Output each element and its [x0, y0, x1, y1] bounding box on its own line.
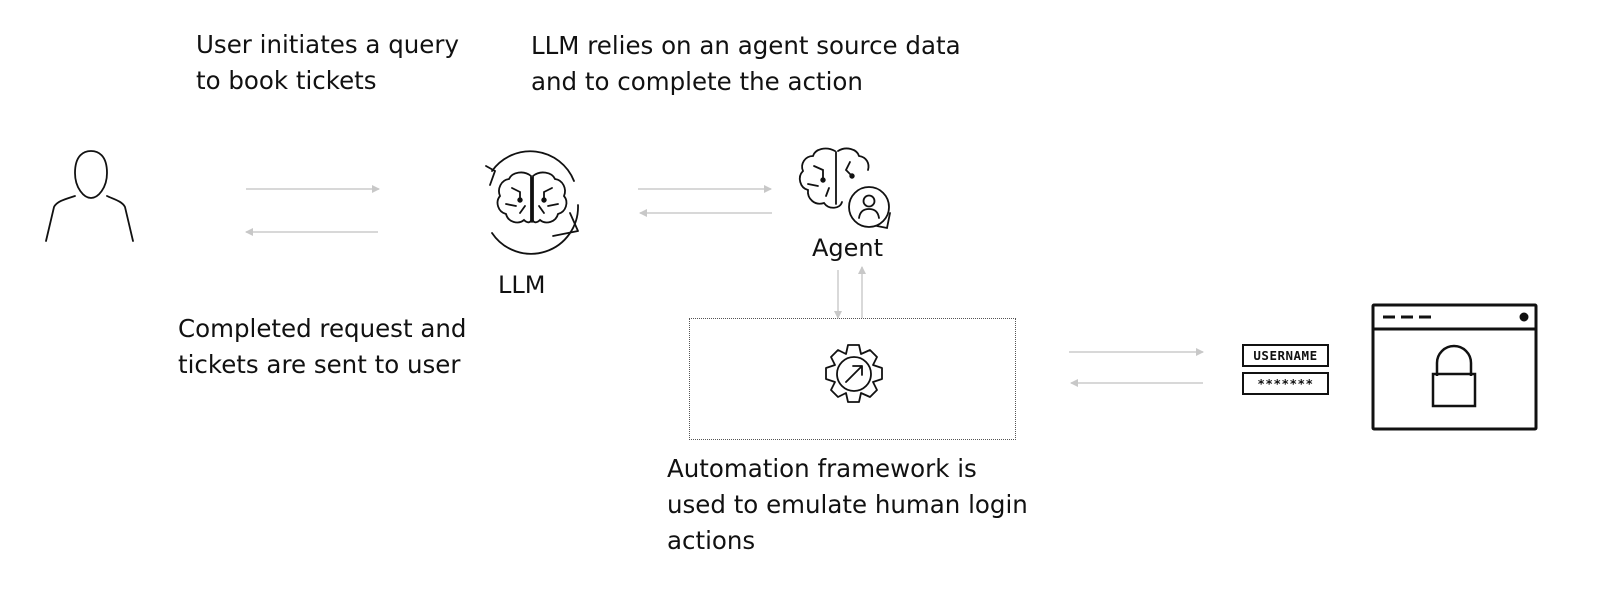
- username-field: USERNAME: [1242, 344, 1329, 367]
- agent-label: Agent: [812, 234, 884, 262]
- automation-caption: Automation framework is used to emulate …: [667, 454, 1028, 555]
- password-field: *******: [1242, 372, 1329, 395]
- automation-framework-box: [689, 318, 1016, 440]
- gear-icon: [825, 344, 883, 403]
- browser-lock-icon: [1371, 303, 1538, 431]
- user-query-caption: User initiates a query to book tickets: [196, 30, 459, 95]
- user-icon: [45, 150, 134, 242]
- llm-label: LLM: [498, 271, 546, 299]
- brain-user-icon: [798, 147, 891, 230]
- completed-request-caption: Completed request and tickets are sent t…: [178, 314, 467, 379]
- llm-relies-caption: LLM relies on an agent source data and t…: [531, 31, 961, 96]
- brain-cycle-icon: [485, 150, 579, 255]
